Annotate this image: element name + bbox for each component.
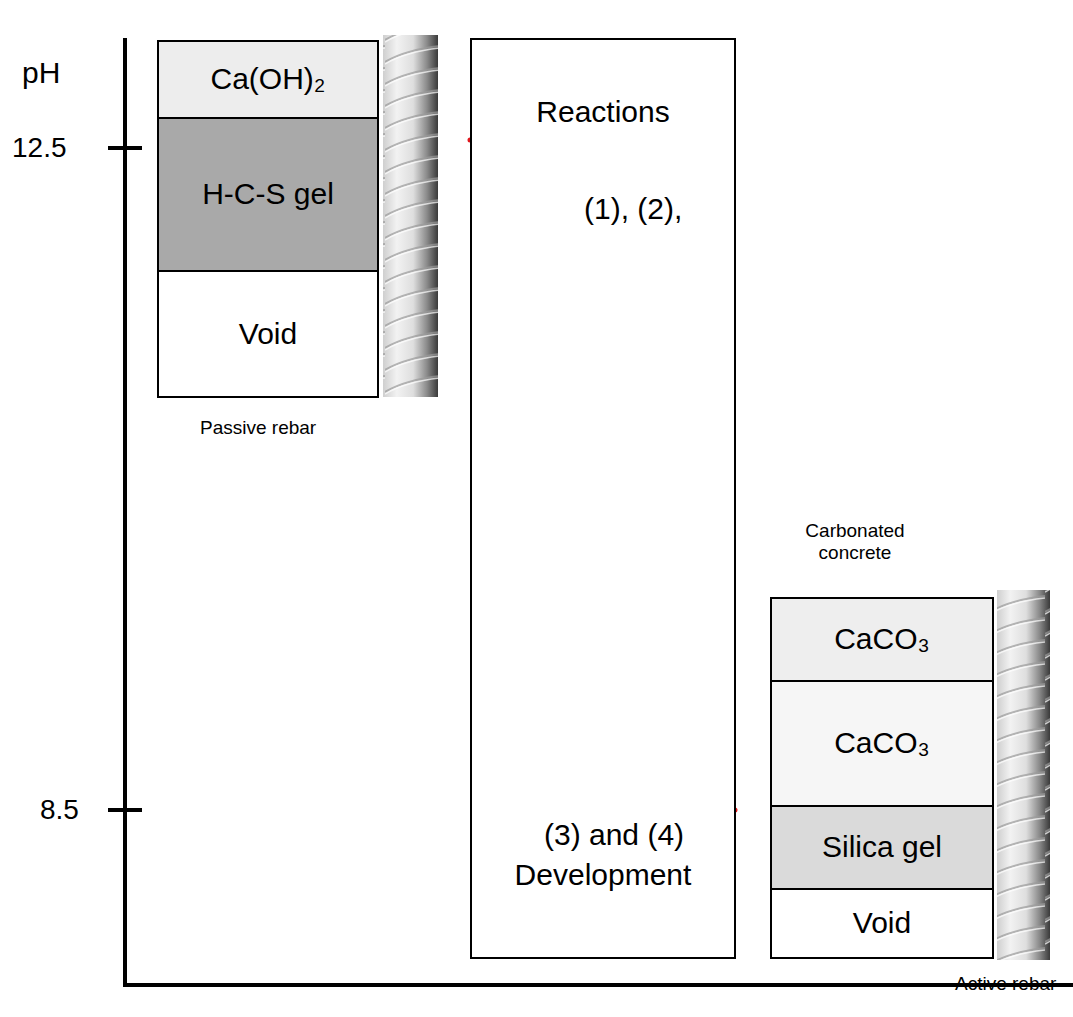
node-text: Ca(OH)₂ (211, 62, 326, 97)
node-text: CaCO₃ (834, 726, 930, 761)
node-text: Development (515, 858, 692, 893)
node-text: Silica gel (822, 830, 942, 865)
axis-value: 8.5 (40, 794, 79, 826)
caption-label: Carbonated concrete (790, 520, 920, 564)
ph-axis (123, 38, 127, 987)
phase-cell: Silica gel (770, 805, 994, 890)
base-axis (123, 983, 1073, 987)
node-text: Void (853, 906, 911, 941)
phase-cell: Void (770, 888, 994, 959)
caption-label: Passive rebar (200, 417, 316, 439)
axis-title: pH (22, 56, 60, 91)
phase-cell: CaCO₃ (770, 680, 994, 807)
node-text: CaCO₃ (834, 622, 930, 657)
node-text: (3) and (4) (544, 818, 684, 853)
process-box: Reactions (1), (2), (3) and (4) Development (470, 38, 736, 959)
phase-cell: H-C-S gel (157, 117, 379, 272)
node-text: (1), (2), (584, 192, 682, 227)
rebar-image (383, 35, 438, 397)
caption-label: Active rebar (955, 973, 1056, 995)
node-text: Void (239, 317, 297, 352)
phase-cell: CaCO₃ (770, 597, 994, 682)
rebar-image (997, 590, 1050, 960)
tick (108, 808, 142, 812)
axis-value: 12.5 (12, 132, 67, 164)
node-text: Reactions (536, 95, 669, 130)
phase-cell: Ca(OH)₂ (157, 40, 379, 119)
tick (108, 146, 142, 150)
node-text: H-C-S gel (202, 177, 334, 212)
phase-cell: Void (157, 270, 379, 398)
